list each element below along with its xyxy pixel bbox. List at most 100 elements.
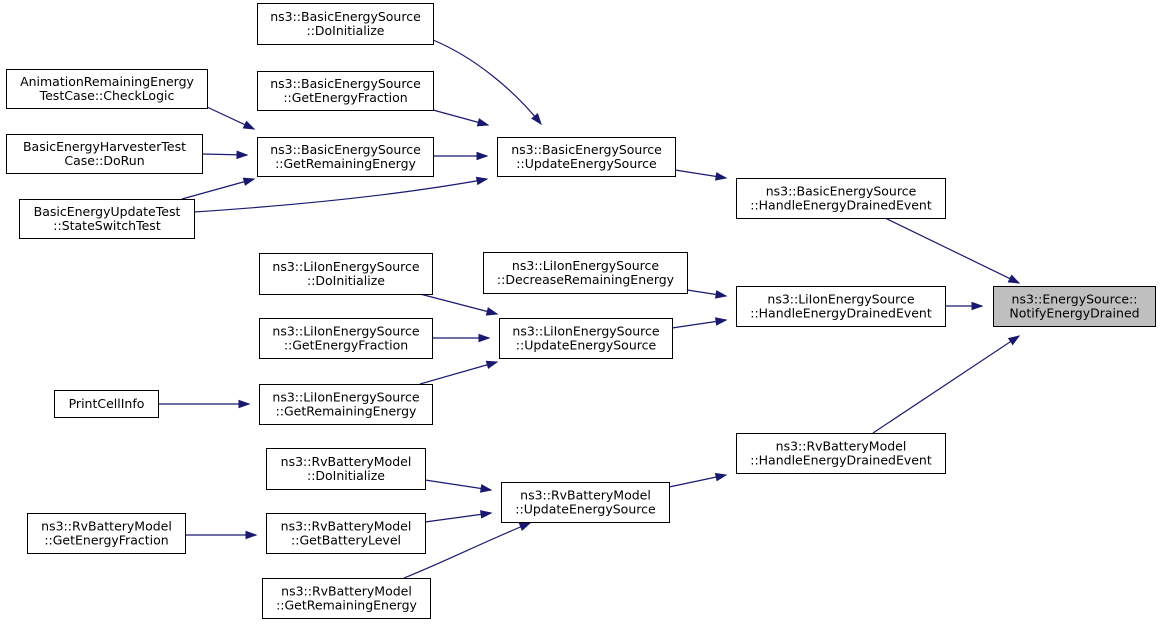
edge-n19-n20 [185,530,258,540]
node-label-line: AnimationRemainingEnergy [20,74,194,89]
edge-n3-n6 [432,109,490,127]
arrowhead [971,301,984,311]
node-box [19,199,195,239]
node-box [257,71,434,111]
node-label-line: ::GetEnergyFraction [44,533,168,548]
arrowhead [238,399,251,409]
edge-line [181,178,255,200]
edge-n16-n21 [872,335,1021,434]
root-node: ns3::EnergySource::NotifyEnergyDrained [993,286,1156,327]
arrowhead [485,360,499,370]
node-label-line: ::DoInitialize [307,273,385,288]
arrowhead [485,307,499,316]
arrowhead [479,484,493,493]
arrowhead [476,151,489,161]
edge-n13-n11 [671,317,728,329]
node-box [27,513,186,554]
graph-node[interactable]: ns3::RvBatteryModel::GetEnergyFraction [27,513,186,554]
graph-node[interactable]: ns3::LiIonEnergySource::UpdateEnergySour… [499,318,673,359]
node-label-line: ::UpdateEnergySource [516,338,657,353]
arrowhead [714,290,728,299]
graph-node[interactable]: ns3::RvBatteryModel::HandleEnergyDrained… [736,433,946,474]
edge-line [419,361,498,385]
node-label-line: ::DecreaseRemainingEnergy [497,272,675,287]
edge-n18-n16 [668,472,728,488]
node-label-line: ns3::LiIonEnergySource [272,390,420,405]
edge-line [424,512,492,523]
graph-node[interactable]: ns3::BasicEnergySource::GetRemainingEner… [257,137,434,177]
node-box [499,318,673,359]
edge-line [419,293,498,315]
node-label-line: ns3::LiIonEnergySource [767,292,915,307]
arrowhead [242,120,256,130]
node-box [259,384,433,425]
node-label-line: ns3::BasicEnergySource [766,184,917,199]
node-label-line: Case::DoRun [64,153,144,168]
graph-node[interactable]: PrintCellInfo [54,390,159,418]
edge-n5-n6 [433,151,489,161]
node-label-line: NotifyEnergyDrained [1009,306,1139,321]
node-label-line: BasicEnergyHarvesterTest [23,139,186,154]
graph-node[interactable]: ns3::BasicEnergySource::GetEnergyFractio… [257,71,434,111]
node-box [257,3,434,45]
arrowhead [1007,274,1021,284]
node-label-line: ns3::EnergySource:: [1012,292,1138,307]
graph-node[interactable]: ns3::LiIonEnergySource::DoInitialize [259,253,433,295]
arrowhead [714,472,728,482]
graph-node[interactable]: ns3::BasicEnergySource::UpdateEnergySour… [497,137,676,177]
graph-node[interactable]: ns3::LiIonEnergySource::HandleEnergyDrai… [736,286,946,327]
node-label-line: ::HandleEnergyDrainedEvent [750,453,932,468]
node-label-line: ::GetRemainingEnergy [276,598,417,613]
graph-node[interactable]: ns3::RvBatteryModel::UpdateEnergySource [501,482,670,523]
graph-node[interactable]: ns3::BasicEnergySource::HandleEnergyDrai… [736,178,946,219]
edge-n1-n6 [432,39,542,126]
node-label-line: ns3::BasicEnergySource [270,76,421,91]
node-label-line: ns3::RvBatteryModel [41,519,172,534]
node-box [257,137,434,177]
edge-n11-n21 [945,301,984,311]
node-box [259,253,433,295]
edge-n8-n21 [884,217,1021,284]
node-label-line: ns3::RvBatteryModel [776,439,907,454]
graph-node[interactable]: ns3::RvBatteryModel::DoInitialize [266,448,426,490]
node-label-line: ns3::BasicEnergySource [270,9,421,24]
graph-node[interactable]: AnimationRemainingEnergyTestCase::CheckL… [6,69,208,109]
node-box [736,286,946,327]
graph-node[interactable]: ns3::RvBatteryModel::GetRemainingEnergy [262,578,431,619]
node-label-line: ::GetRemainingEnergy [275,156,416,171]
edge-line [432,39,542,125]
edge-n17-n18 [424,479,493,493]
node-label-line: ns3::LiIonEnergySource [272,259,420,274]
node-label-line: ns3::BasicEnergySource [511,142,662,157]
arrowhead [236,150,249,160]
graph-node[interactable]: ns3::LiIonEnergySource::GetEnergyFractio… [259,318,433,359]
graph-node[interactable]: ns3::LiIonEnergySource::GetRemainingEner… [259,384,433,425]
node-label-line: ns3::RvBatteryModel [281,454,412,469]
nodes-layer: ns3::BasicEnergySource::DoInitializeAnim… [6,3,1156,619]
graph-node[interactable]: ns3::BasicEnergySource::DoInitialize [257,3,434,45]
graph-node[interactable]: ns3::RvBatteryModel::GetBatteryLevel [266,513,426,554]
node-label-line: ns3::BasicEnergySource [270,142,421,157]
edge-n2-n5 [206,106,256,130]
arrowhead [242,177,256,186]
edge-n12-n13 [432,333,491,343]
arrowhead [475,176,489,186]
node-label-line: ::GetRemainingEnergy [276,404,417,419]
edge-n7-n6 [193,176,489,213]
node-box [483,252,688,294]
node-box [259,318,433,359]
node-label-line: ::GetEnergyFraction [283,90,407,105]
edge-line [872,335,1020,434]
node-box [6,134,203,174]
arrowhead [715,317,728,326]
edge-line [193,178,488,213]
node-label-line: ::StateSwitchTest [53,218,161,233]
node-box [736,433,946,474]
node-label-line: TestCase::CheckLogic [39,88,175,103]
edge-line [884,217,1020,284]
graph-node[interactable]: ns3::LiIonEnergySource::DecreaseRemainin… [483,252,688,294]
graph-node[interactable]: BasicEnergyUpdateTest::StateSwitchTest [19,199,195,239]
arrowhead [478,333,491,343]
